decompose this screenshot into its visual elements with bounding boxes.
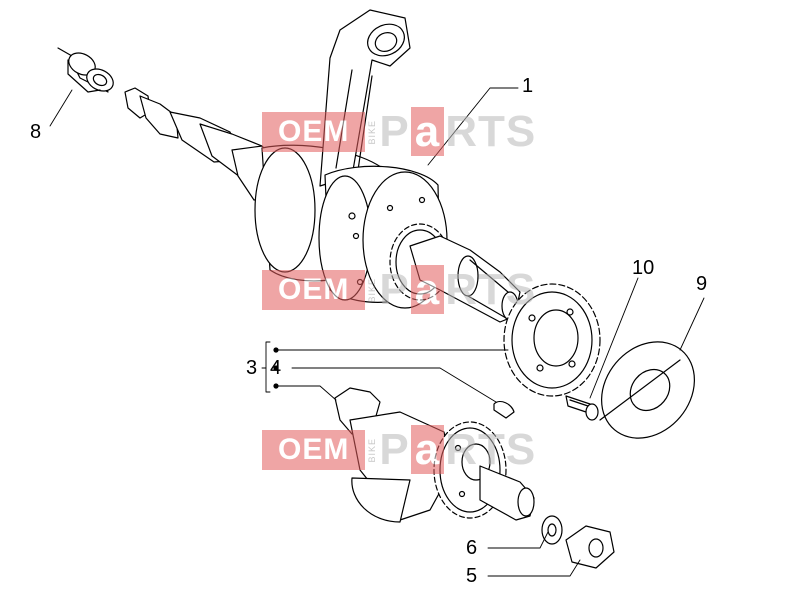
watermark-oem: OEM [262,430,366,470]
bracket-dots [273,347,279,389]
callout-6: 6 [466,537,478,559]
crankshaft-left-shaft [124,87,281,201]
watermark-oem: OEM [262,112,366,152]
sprocket [503,283,601,397]
callout-10: 10 [632,257,655,279]
callout-9: 9 [696,273,708,295]
woodruff-key-part-4 [493,400,515,419]
bushing-part-8 [57,47,114,93]
screw-part-10 [565,395,599,421]
balancer-shaft-part-3 [334,387,535,523]
nut-part-5 [565,525,615,569]
watermark-bike: BIKE [367,277,378,303]
washer-part-6 [541,515,563,545]
washer-part-9 [599,341,695,439]
watermark-bike: BIKE [367,437,378,463]
callout-3: 3 [246,357,258,379]
leader-lines [49,87,705,577]
callout-1: 1 [522,75,534,97]
callout-8: 8 [30,121,42,143]
watermark-oem: OEM [262,270,366,310]
callout-5: 5 [466,565,478,587]
callout-4: 4 [270,357,282,379]
watermark-bike: BIKE [367,119,378,145]
